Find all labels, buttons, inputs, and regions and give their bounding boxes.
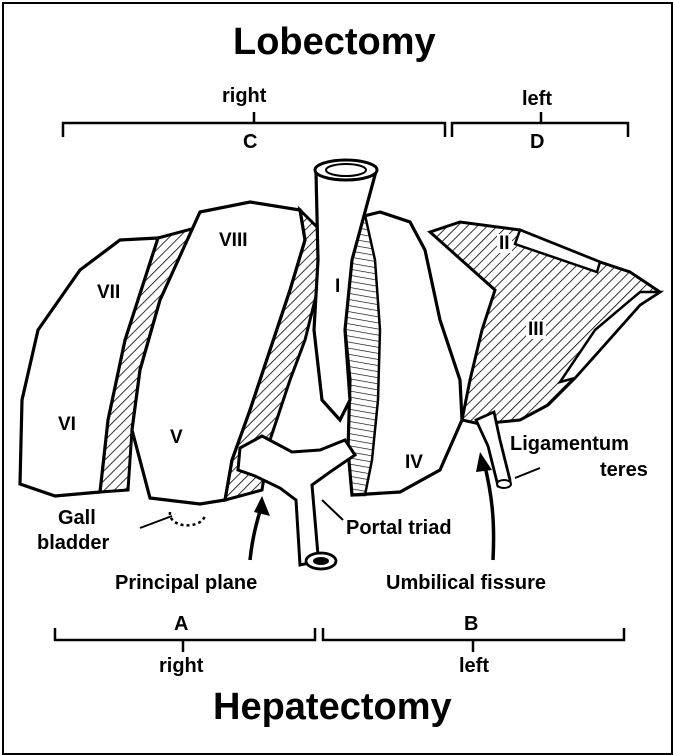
segment-label-viii: VIII: [219, 231, 248, 250]
label-gall: Gall: [58, 508, 96, 528]
gall-bladder-outline: [170, 512, 205, 525]
bracket-bottom-left-side: left: [459, 656, 489, 676]
segment-label-iv: IV: [405, 453, 423, 472]
label-umbilical-fissure: Umbilical fissure: [386, 573, 546, 593]
label-principal-plane: Principal plane: [115, 573, 257, 593]
portal-triad: [238, 436, 355, 569]
bracket-top-left-letter: D: [530, 132, 544, 152]
gall-bladder-leader: [140, 516, 172, 528]
segment-label-ii: II: [497, 234, 512, 253]
ligamentum-leader: [515, 468, 540, 478]
title-hepatectomy: Hepatectomy: [213, 688, 452, 726]
bracket-top-right-letter: C: [243, 132, 257, 152]
label-portal-triad: Portal triad: [346, 518, 452, 538]
principal-plane-arrow: [250, 496, 270, 560]
segment-label-v: V: [170, 428, 183, 447]
bracket-top-left-side: left: [522, 89, 552, 109]
bracket-bottom-left-letter: B: [464, 614, 478, 634]
segment-label-vi: VI: [58, 415, 76, 434]
segment-label-vii: VII: [97, 283, 120, 302]
title-lobectomy: Lobectomy: [233, 23, 436, 61]
bracket-top-right-side: right: [222, 86, 266, 106]
bracket-bottom-right-side: right: [159, 656, 203, 676]
segment-label-iii: III: [526, 320, 546, 339]
label-teres: teres: [600, 460, 648, 480]
label-ligamentum: Ligamentum: [510, 434, 629, 454]
portal-triad-leader: [322, 500, 343, 520]
segment-label-i: I: [335, 277, 340, 296]
bracket-bottom-right-letter: A: [174, 614, 188, 634]
label-bladder: bladder: [37, 533, 109, 553]
umbilical-fissure-arrow: [476, 452, 494, 560]
ligamentum-teres: [476, 412, 511, 488]
